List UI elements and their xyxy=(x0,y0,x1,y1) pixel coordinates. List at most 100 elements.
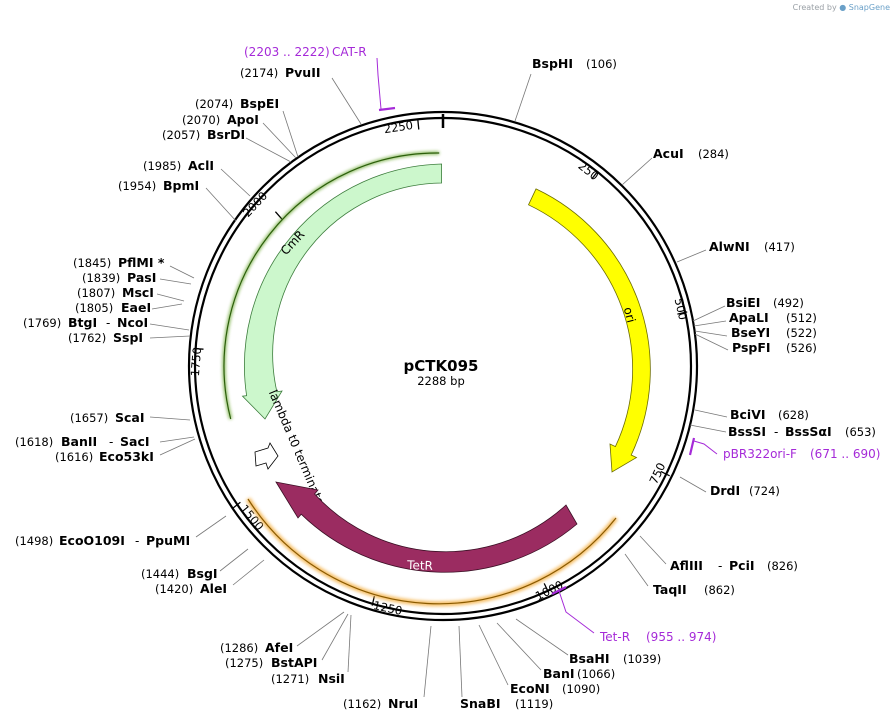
enzyme-position: (1420) xyxy=(155,582,193,596)
enzyme-site[interactable]: BspHI (106) xyxy=(514,56,617,122)
enzyme-site[interactable]: BsaHI (1039) xyxy=(515,618,661,666)
enzyme-site[interactable]: (1762) SspI xyxy=(68,330,191,345)
tick-label: 1750 xyxy=(188,347,204,377)
enzyme-site[interactable]: (1420) AleI xyxy=(155,559,265,596)
enzyme-site[interactable]: (2057) BsrDI xyxy=(162,127,292,163)
backbone-outer-ring xyxy=(187,110,699,622)
enzyme-site[interactable]: (2074) BspEI xyxy=(195,96,299,158)
primer-tet-r[interactable]: Tet-R (955 .. 974) xyxy=(551,586,716,644)
enzyme-position: (862) xyxy=(704,583,735,597)
enzyme-site[interactable]: PspFI (526) xyxy=(694,333,817,355)
enzyme-site[interactable]: SnaBI (1119) xyxy=(458,625,553,711)
enzyme-name: EcoO109I xyxy=(59,533,125,548)
enzyme-position: (1444) xyxy=(141,567,179,581)
tick-label: 1250 xyxy=(372,598,404,618)
enzyme-position: (1498) xyxy=(15,534,53,548)
enzyme-position: (1119) xyxy=(515,697,553,711)
enzyme-site[interactable]: EcoNI (1090) xyxy=(478,624,600,696)
enzyme-site[interactable]: BssSI - BssSαI (653) xyxy=(689,424,876,439)
feature-ori[interactable]: ori xyxy=(527,188,651,473)
enzyme-name: BsaHI xyxy=(569,651,610,666)
enzyme-site[interactable]: AcuI (284) xyxy=(621,146,729,186)
enzyme-site[interactable]: AlwNI (417) xyxy=(676,239,795,263)
enzyme-name: BspEI xyxy=(240,96,279,111)
enzyme-site[interactable]: DrdI (724) xyxy=(679,476,780,498)
feature-cmr[interactable]: CmR xyxy=(222,151,442,420)
enzyme-name: AcuI xyxy=(653,146,684,161)
enzyme-name: AflIII xyxy=(670,558,703,573)
enzyme-position: (1762) xyxy=(68,331,106,345)
enzyme-position: (512) xyxy=(786,311,817,325)
enzyme-site[interactable]: BsiEI (492) xyxy=(692,295,804,322)
enzyme-name: BspHI xyxy=(532,56,573,71)
enzyme-position: (2174) xyxy=(240,66,278,80)
tick-500: 500 xyxy=(672,297,691,322)
enzyme-name: AlwNI xyxy=(709,239,750,254)
enzyme-site[interactable]: (1807) MscI xyxy=(77,285,185,302)
enzyme-site[interactable]: (1657) ScaI xyxy=(70,410,191,425)
enzyme-site[interactable]: BanI (1066) xyxy=(496,622,615,681)
enzyme-site[interactable]: (1805) EaeI xyxy=(75,300,183,315)
enzyme-name: BssSI xyxy=(728,424,766,439)
plasmid-length: 2288 bp xyxy=(417,374,465,388)
cmr-arrow[interactable] xyxy=(241,163,442,420)
enzyme-site[interactable]: (1845) PflMI * xyxy=(73,255,195,279)
enzyme-site[interactable]: (1954) BpmI xyxy=(118,178,237,222)
enzyme-site[interactable]: BciVI (628) xyxy=(694,407,809,422)
primer-pbr322ori-f[interactable]: pBR322ori-F (671 .. 690) xyxy=(688,437,880,461)
enzyme-position: (492) xyxy=(773,296,804,310)
enzyme-name: NcoI xyxy=(117,315,148,330)
enzyme-site[interactable]: (1985) AclI xyxy=(143,158,251,197)
enzyme-position: (2074) xyxy=(195,97,233,111)
enzyme-separator: - xyxy=(109,435,113,449)
feature-tetr[interactable]: TetR xyxy=(245,481,618,607)
primer-cat-r[interactable]: (2203 .. 2222) CAT-R xyxy=(244,45,396,112)
enzyme-name: TaqII xyxy=(653,582,687,597)
enzyme-site[interactable]: AflIII - PciI (826) xyxy=(639,535,798,573)
enzyme-site[interactable]: (2070) ApoI xyxy=(182,112,297,159)
enzyme-name: NruI xyxy=(388,696,418,711)
enzyme-site[interactable]: TaqII (862) xyxy=(624,553,735,597)
terminator-arrow[interactable] xyxy=(254,442,279,470)
enzyme-site[interactable]: (2174) PvuII xyxy=(240,65,362,125)
enzyme-name: NsiI xyxy=(318,671,345,686)
enzyme-site[interactable]: (1839) PasI xyxy=(82,270,192,285)
enzyme-name: AfeI xyxy=(265,640,293,655)
enzyme-site[interactable]: (1618) BanII - SacI xyxy=(15,434,195,449)
primer-name: Tet-R xyxy=(599,630,630,644)
enzyme-position: (417) xyxy=(764,240,795,254)
enzyme-name: SspI xyxy=(113,330,143,345)
enzyme-site[interactable]: (1271) NsiI xyxy=(271,614,352,686)
enzyme-name: Eco53kI xyxy=(99,449,154,464)
enzyme-name: AleI xyxy=(200,581,227,596)
enzyme-site[interactable]: (1444) BsgI xyxy=(141,548,249,581)
enzyme-position: (1985) xyxy=(143,159,181,173)
ori-arrow[interactable] xyxy=(527,188,651,473)
snapgene-credit: Created by ● SnapGene xyxy=(793,3,890,12)
enzyme-site[interactable]: (1616) Eco53kI xyxy=(55,438,196,464)
enzyme-position: (1066) xyxy=(577,667,615,681)
enzyme-position: (1845) xyxy=(73,256,111,270)
enzyme-site[interactable]: (1162) NruI xyxy=(343,625,432,711)
enzyme-name: BsrDI xyxy=(207,127,245,142)
enzyme-position: (1618) xyxy=(15,435,53,449)
enzyme-position: (653) xyxy=(845,425,876,439)
tick-1750: 1750 xyxy=(188,347,204,377)
tetr-arrow[interactable] xyxy=(275,481,578,573)
enzyme-position: (1616) xyxy=(55,450,93,464)
enzyme-site[interactable]: ApaLI (512) xyxy=(693,310,817,327)
enzyme-site[interactable]: (1275) BstAPI xyxy=(225,613,349,670)
feature-label: TetR xyxy=(406,558,433,573)
enzyme-site[interactable]: (1769) BtgI - NcoI xyxy=(23,315,190,331)
enzyme-name: SnaBI xyxy=(460,696,501,711)
enzyme-site[interactable]: BseYI (522) xyxy=(694,325,817,340)
enzyme-position: (1090) xyxy=(562,682,600,696)
enzyme-site[interactable]: (1498) EcoO109I - PpuMI xyxy=(15,515,227,548)
primer-name: pBR322ori-F xyxy=(723,447,797,461)
snapgene-logo-icon: ● xyxy=(839,3,847,12)
enzyme-position: (1286) xyxy=(220,641,258,655)
enzyme-site[interactable]: (1286) AfeI xyxy=(220,611,345,655)
enzyme-name: EaeI xyxy=(121,300,151,315)
enzyme-name: ScaI xyxy=(115,410,145,425)
